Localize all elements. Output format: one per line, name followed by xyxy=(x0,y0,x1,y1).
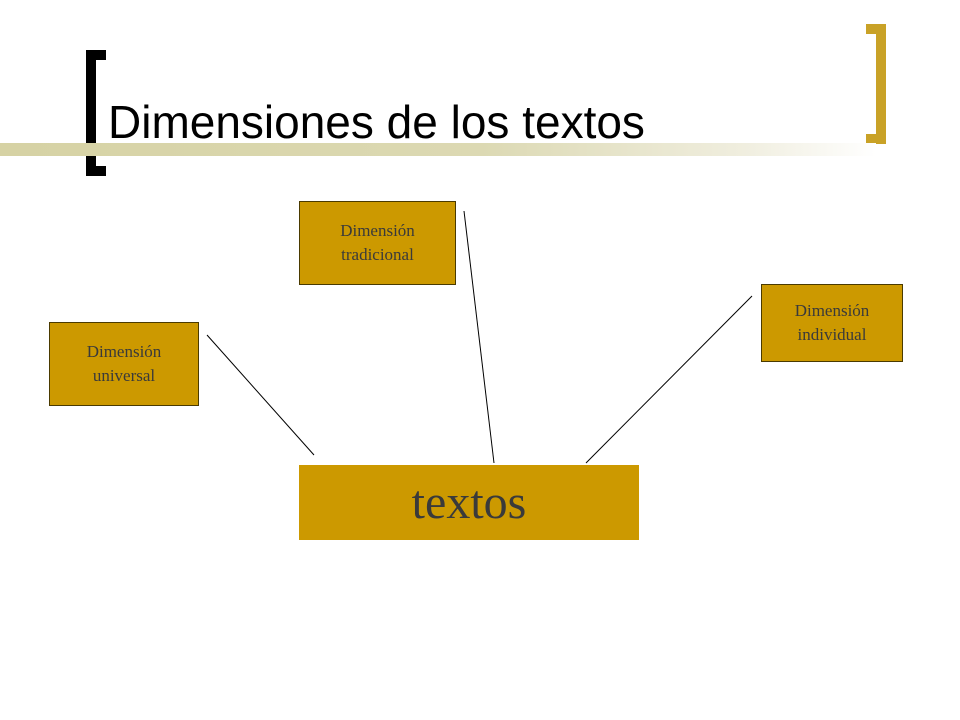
node-label-line2: universal xyxy=(92,366,156,385)
node-label-line1: Dimensión xyxy=(86,342,162,361)
node-label: Dimensión universal xyxy=(87,340,162,388)
node-dimension-universal[interactable]: Dimensión universal xyxy=(49,322,199,406)
right-bracket-top-serif xyxy=(866,24,886,34)
connector-universal xyxy=(206,334,315,456)
node-label-line2: tradicional xyxy=(341,245,414,264)
left-bracket-bottom-serif xyxy=(86,166,106,176)
node-textos[interactable]: textos xyxy=(299,465,639,540)
node-label-line1: Dimensión xyxy=(340,221,415,240)
node-label: Dimensión tradicional xyxy=(340,219,415,267)
right-bracket-bottom-serif xyxy=(866,134,886,144)
left-bracket-top-serif xyxy=(86,50,106,60)
slide-title: Dimensiones de los textos xyxy=(108,96,645,148)
right-bracket-bar xyxy=(876,24,886,144)
connector-individual xyxy=(585,295,753,464)
left-bracket-bar xyxy=(86,50,96,176)
title-underline-rule xyxy=(0,143,876,156)
node-label-line2: individual xyxy=(797,325,867,344)
center-node-label: textos xyxy=(411,475,527,529)
node-label: Dimensión individual xyxy=(795,299,870,347)
connector-tradicional xyxy=(463,210,495,464)
node-dimension-individual[interactable]: Dimensión individual xyxy=(761,284,903,362)
node-label-line1: Dimensión xyxy=(794,301,870,320)
node-dimension-tradicional[interactable]: Dimensión tradicional xyxy=(299,201,456,285)
